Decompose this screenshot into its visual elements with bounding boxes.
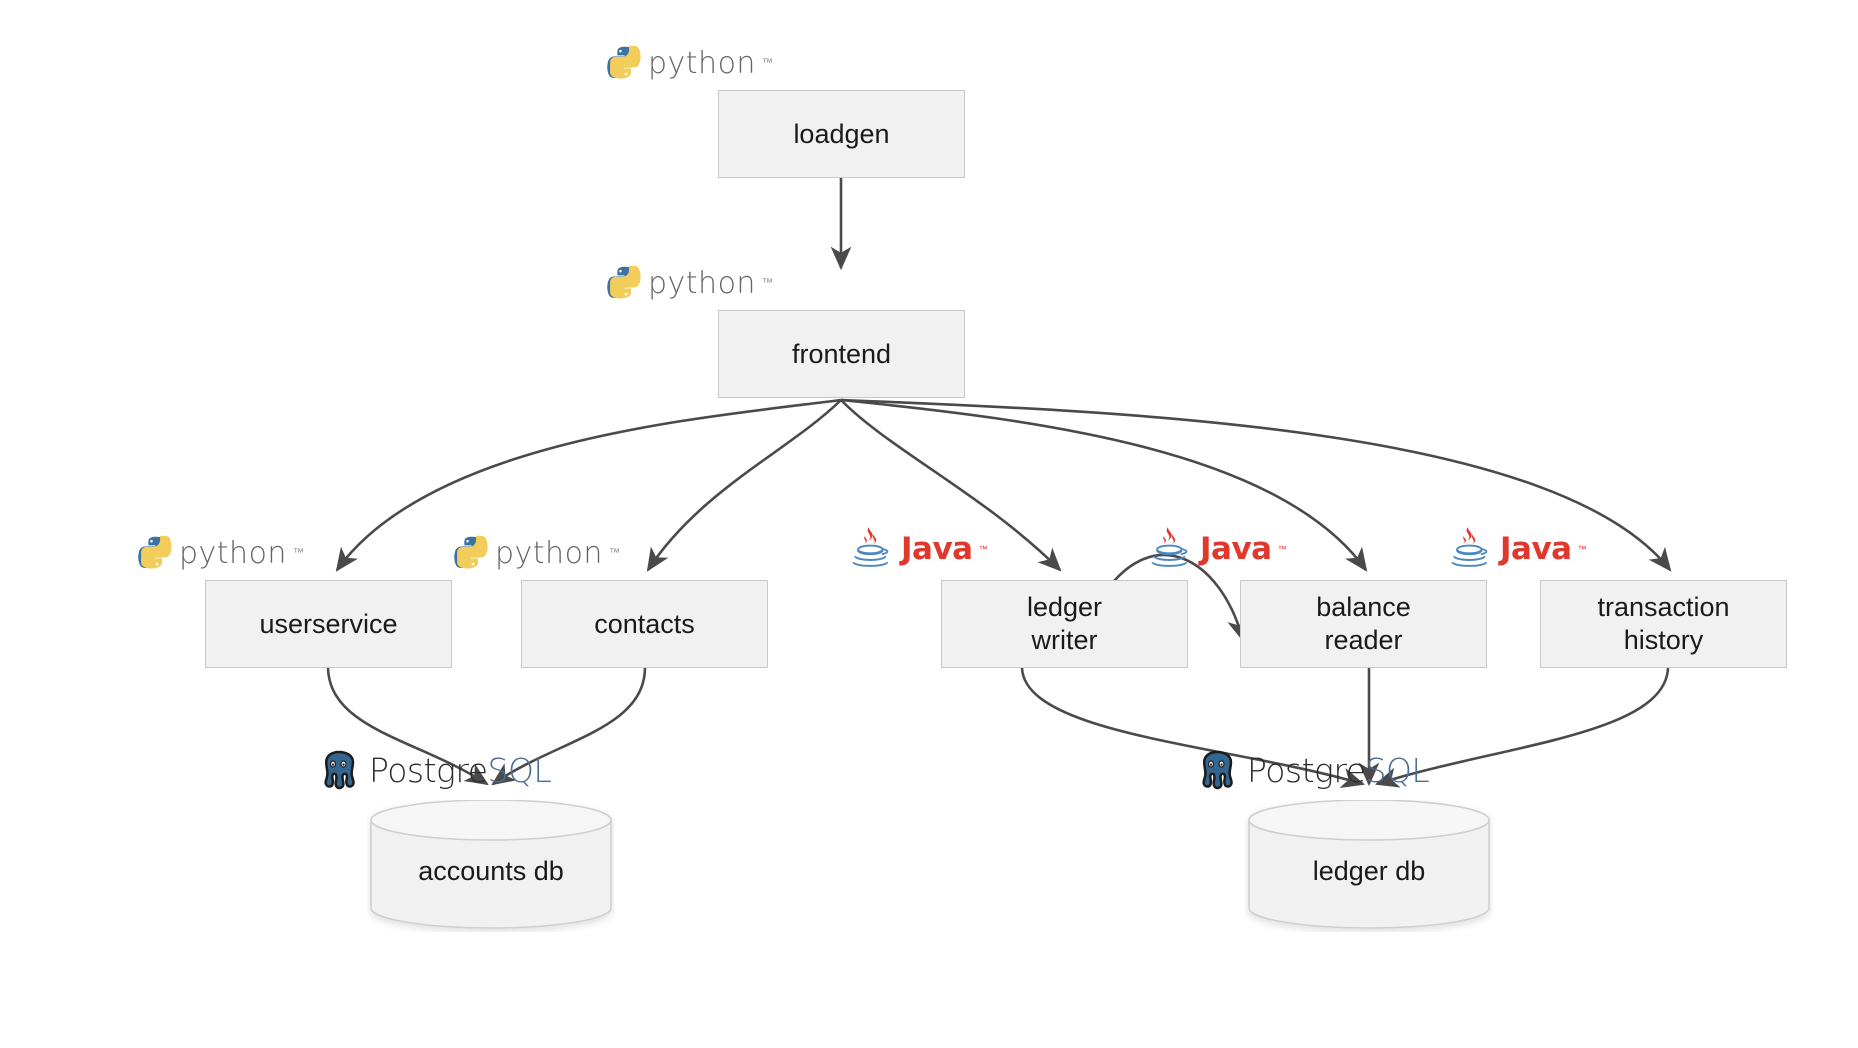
transactionhistory-box[interactable]: transaction history [1540, 580, 1787, 668]
balancereader-box[interactable]: balance reader [1240, 580, 1487, 668]
userservice-box[interactable]: userservice [205, 580, 452, 668]
ledgerwriter-box[interactable]: ledger writer [941, 580, 1188, 668]
node-ledgerdb[interactable]: PostgreSQL ledger db [1202, 751, 1493, 929]
postgresql-elephant-icon [1202, 750, 1233, 790]
node-transactionhistory[interactable]: Java ™ transaction history [1451, 527, 1787, 668]
python-tm-mark: ™ [292, 547, 304, 559]
accountsdb-cylinder[interactable] [367, 800, 615, 932]
java-logo: Java ™ [1144, 522, 1287, 576]
frontend-box[interactable]: frontend [718, 310, 965, 398]
postgresql-wordmark: PostgreSQL [369, 750, 552, 790]
python-snake-icon [607, 265, 641, 299]
postgresql-wordmark-dark: Postgre [369, 750, 488, 790]
java-logo: Java ™ [1444, 522, 1587, 576]
postgresql-elephant-icon [324, 750, 355, 790]
python-snake-icon [138, 535, 172, 569]
postgresql-wordmark-blue: SQL [1365, 750, 1430, 790]
ledgerdb-cylinder[interactable] [1245, 800, 1493, 932]
postgresql-wordmark-blue: SQL [487, 750, 552, 790]
java-wordmark: Java [1500, 531, 1572, 567]
java-coffee-cup-icon [852, 527, 889, 567]
postgresql-wordmark-dark: Postgre [1247, 750, 1366, 790]
python-tm-mark: ™ [761, 57, 773, 69]
java-tm-mark: ™ [1577, 544, 1587, 554]
python-tm-mark: ™ [608, 547, 620, 559]
contacts-box[interactable]: contacts [521, 580, 768, 668]
python-wordmark: python [495, 535, 603, 571]
java-coffee-cup-icon [1151, 527, 1188, 567]
python-logo: python ™ [606, 45, 773, 81]
node-contacts[interactable]: python ™ contacts [454, 536, 768, 668]
edge-frontend-contacts [646, 399, 842, 572]
java-wordmark: Java [1200, 531, 1272, 567]
postgresql-logo: PostgreSQL [1193, 746, 1430, 794]
python-wordmark: python [648, 265, 756, 301]
loadgen-box[interactable]: loadgen [718, 90, 965, 178]
python-tm-mark: ™ [761, 277, 773, 289]
python-wordmark: python [179, 535, 287, 571]
java-logo: Java ™ [845, 522, 988, 576]
java-tm-mark: ™ [1277, 544, 1287, 554]
node-userservice[interactable]: python ™ userservice [138, 536, 452, 668]
java-coffee-cup-icon [1451, 527, 1488, 567]
python-logo: python ™ [606, 265, 773, 301]
python-snake-icon [454, 535, 488, 569]
node-accountsdb[interactable]: PostgreSQL accounts db [324, 751, 615, 929]
python-wordmark: python [648, 45, 756, 81]
node-ledgerwriter[interactable]: Java ™ ledger writer [852, 527, 1188, 668]
python-logo: python ™ [453, 535, 620, 571]
postgresql-logo: PostgreSQL [315, 746, 552, 794]
node-loadgen[interactable]: python ™ loadgen [607, 46, 965, 178]
node-frontend[interactable]: python ™ frontend [607, 266, 965, 398]
node-balancereader[interactable]: Java ™ balance reader [1151, 527, 1487, 668]
python-snake-icon [607, 45, 641, 79]
java-wordmark: Java [901, 531, 973, 567]
python-logo: python ™ [137, 535, 304, 571]
postgresql-wordmark: PostgreSQL [1247, 750, 1430, 790]
java-tm-mark: ™ [978, 544, 988, 554]
